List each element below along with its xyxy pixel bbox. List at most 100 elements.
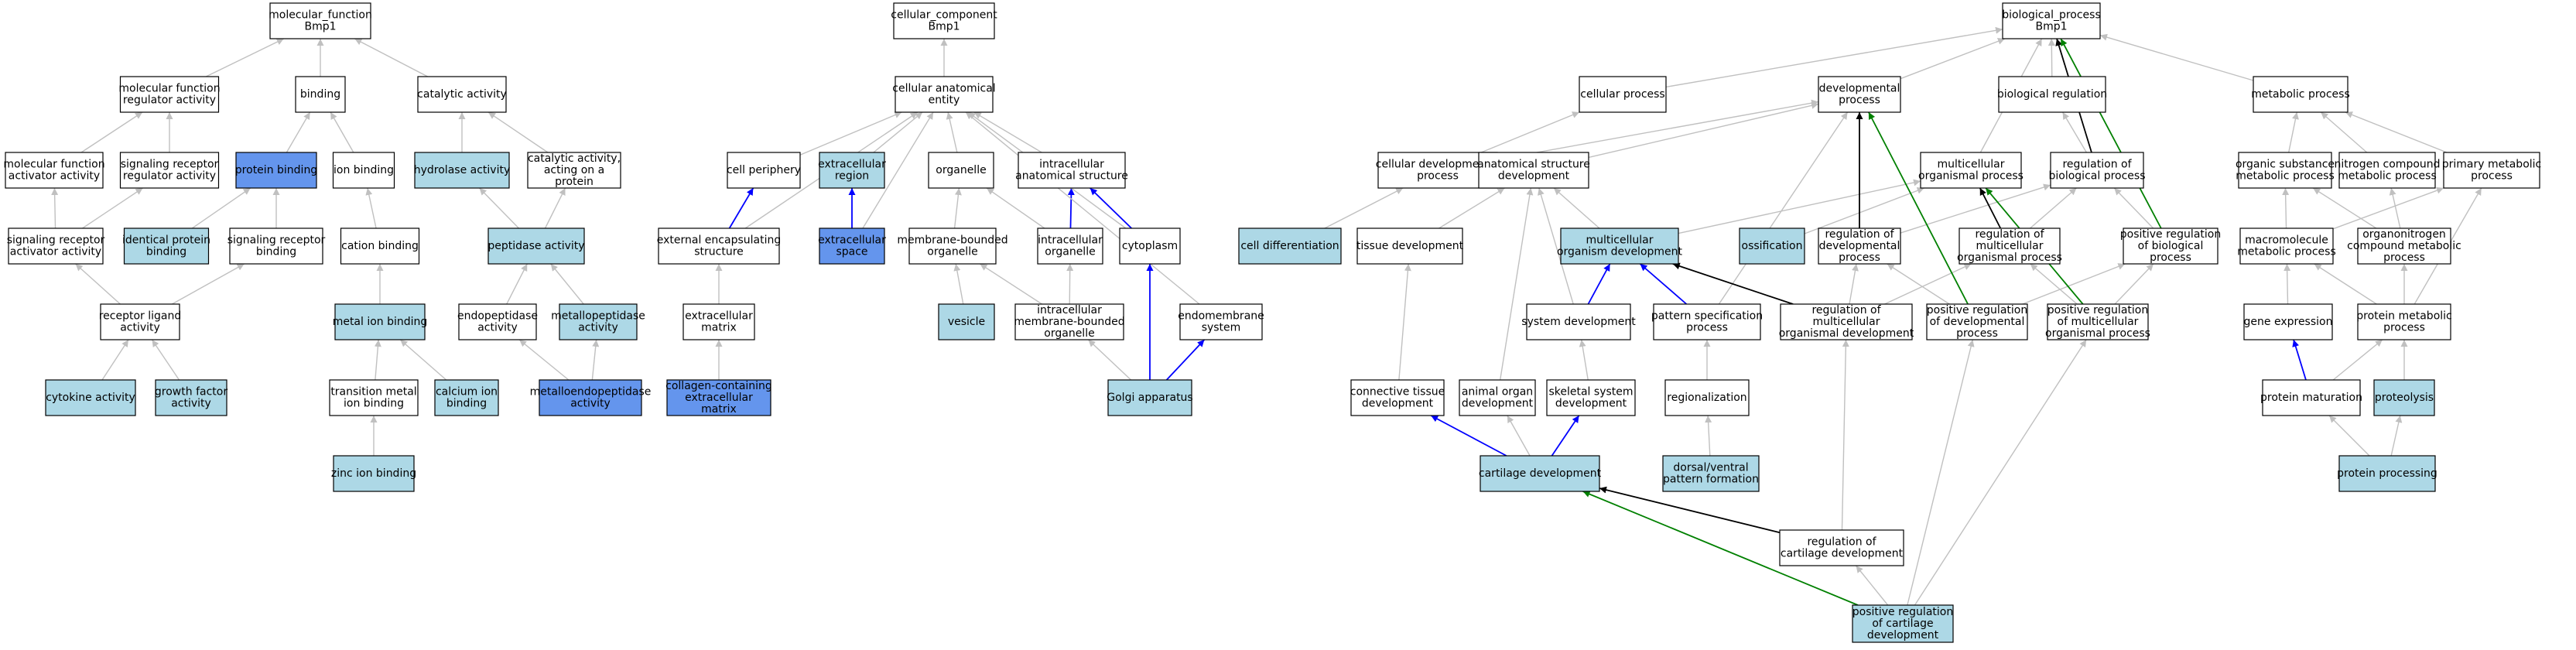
go-term-node[interactable]: ion binding [332,152,395,189]
node-box [1107,379,1192,416]
go-term-node[interactable]: cytokine activity [45,379,136,416]
node-label-line: connective tissue [1350,386,1445,399]
go-term-node[interactable]: regionalization [1664,379,1750,416]
go-term-node[interactable]: hydrolase activity [414,152,511,189]
go-term-node[interactable]: system development [1521,303,1636,340]
go-term-node[interactable]: zinc ion binding [331,455,416,492]
go-term-node[interactable]: biological regulation [1997,76,2107,113]
go-term-node[interactable]: protein processing [2337,455,2437,492]
go-term-node[interactable]: metal ion binding [333,303,428,340]
go-term-node[interactable]: cellular process [1579,76,1667,113]
go-term-node[interactable]: organelle [928,152,994,189]
go-term-node[interactable]: cell differentiation [1238,228,1342,265]
node-label-line: animal organ [1462,386,1533,399]
go-term-node[interactable]: protein binding [235,152,317,189]
node-box [1662,455,1760,492]
edge-is-a [2390,415,2403,457]
node-label-line: regulation of [2062,159,2132,171]
go-term-node[interactable]: cartilage development [1479,455,1602,492]
node-label-line: peptidase activity [487,240,584,252]
go-term-node[interactable]: gene expression [2243,303,2333,340]
go-term-node[interactable]: cell periphery [727,152,801,189]
node-label-line: cellular developmental [1376,159,1500,171]
node-box [2002,2,2101,39]
edge-positively-regulates [1868,111,1969,305]
go-term-node[interactable]: proteolysis [2373,379,2435,416]
node-label-line: organic substance [2236,159,2335,171]
go-term-node[interactable]: tissue development [1356,228,1464,265]
node-label-line: compound metabolic [2347,240,2461,252]
node-box [1459,379,1536,416]
edge-is-a [518,339,570,381]
node-box [417,76,507,113]
edge-is-a [1499,187,1534,381]
node-box [1779,529,1904,566]
edge-is-a [1665,26,2003,88]
go-term-node[interactable]: cation binding [340,228,420,265]
go-term-node[interactable]: Golgi apparatus [1107,379,1193,416]
go-term-node[interactable]: cytoplasm [1119,228,1181,265]
go-term-node[interactable]: protein maturation [2260,379,2362,416]
go-term-node[interactable]: peptidase activity [487,228,585,265]
edge-is-a [506,263,528,305]
go-term-node[interactable]: binding [295,76,346,113]
go-term-node[interactable]: ossification [1739,228,1805,265]
edge-is-a [946,111,958,153]
go-term-node[interactable]: catalytic activity [417,76,507,113]
go-term-node[interactable]: metabolic process [2251,76,2350,113]
go-term-node[interactable]: vesicle [938,303,995,340]
